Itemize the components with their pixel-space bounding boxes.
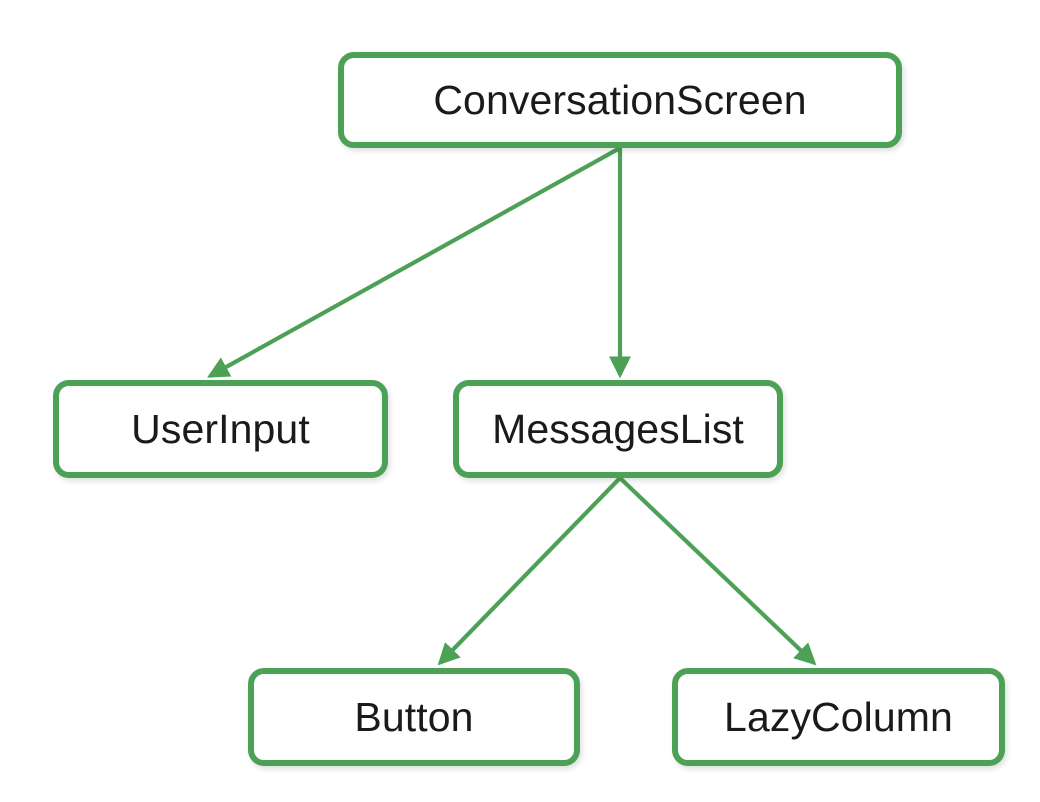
edge-messageslist-to-lazycolumn bbox=[618, 476, 817, 666]
node-messageslist[interactable]: MessagesList bbox=[453, 380, 783, 478]
node-label-messageslist: MessagesList bbox=[492, 405, 744, 452]
node-label-conversationscreen: ConversationScreen bbox=[433, 76, 807, 123]
edge-conversationscreen-to-userinput bbox=[207, 146, 622, 378]
node-button[interactable]: Button bbox=[248, 668, 580, 766]
node-lazycolumn[interactable]: LazyColumn bbox=[672, 668, 1005, 766]
node-label-button: Button bbox=[354, 693, 474, 740]
node-conversationscreen[interactable]: ConversationScreen bbox=[338, 52, 902, 148]
edge-messageslist-to-button bbox=[437, 476, 622, 666]
node-label-lazycolumn: LazyColumn bbox=[724, 693, 953, 740]
node-userinput[interactable]: UserInput bbox=[53, 380, 388, 478]
node-label-userinput: UserInput bbox=[131, 405, 310, 452]
